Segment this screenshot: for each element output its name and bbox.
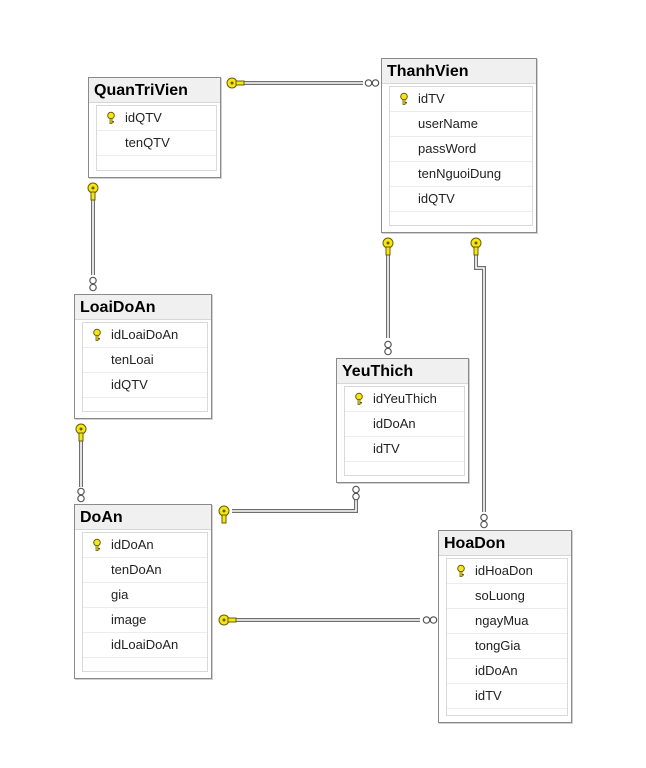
column-name: tongGia (475, 638, 521, 653)
column-row[interactable]: idTV (447, 684, 567, 709)
primary-key-icon (400, 92, 408, 105)
column-row[interactable]: tongGia (447, 634, 567, 659)
table-thanhvien[interactable]: ThanhVien idTV userName passWord tenNguoiDun… (381, 58, 537, 233)
primary-key-icon (93, 538, 101, 551)
relationship-key-icon (87, 182, 99, 201)
column-row[interactable]: idDoAn (345, 412, 464, 437)
column-row[interactable]: tenLoai (83, 348, 207, 373)
relationship-infinity-icon (89, 276, 97, 292)
table-hoadon[interactable]: HoaDon idHoaDon soLuong ngayMua tongGia idDoA… (438, 530, 572, 723)
relationship-doan-yeuthich[interactable] (218, 485, 360, 524)
primary-key-icon (457, 564, 465, 577)
relationship-key-icon (75, 423, 87, 442)
relationship-thanhvien-yeuthich[interactable] (382, 237, 394, 356)
column-row[interactable]: ngayMua (447, 609, 567, 634)
table-title[interactable]: YeuThich (337, 359, 468, 384)
relationship-infinity-icon (480, 513, 488, 529)
column-row[interactable]: tenNguoiDung (390, 162, 532, 187)
relationship-thanhvien-hoadon[interactable] (470, 237, 488, 529)
column-row[interactable]: idTV (345, 437, 464, 462)
column-name: idDoAn (475, 663, 518, 678)
column-row[interactable]: gia (83, 583, 207, 608)
table-yeuthich[interactable]: YeuThich idYeuThich idDoAn idTV (336, 358, 469, 483)
relationship-infinity-icon (364, 79, 380, 87)
column-row[interactable]: idDoAn (447, 659, 567, 684)
column-grid: idYeuThich idDoAn idTV (344, 386, 465, 476)
column-name: soLuong (475, 588, 525, 603)
column-name: idQTV (125, 110, 162, 125)
table-quantrivien[interactable]: QuanTriVien idQTV tenQTV (88, 77, 221, 178)
column-grid: idLoaiDoAn tenLoai idQTV (82, 322, 208, 412)
column-name: idDoAn (111, 537, 154, 552)
column-row[interactable]: userName (390, 112, 532, 137)
column-row[interactable]: idQTV (83, 373, 207, 398)
column-name: idLoaiDoAn (111, 327, 179, 342)
column-row[interactable]: image (83, 608, 207, 633)
column-row[interactable]: tenQTV (97, 131, 216, 156)
table-doan[interactable]: DoAn idDoAn tenDoAn gia image idLoaiDoAn (74, 504, 212, 679)
table-title[interactable]: LoaiDoAn (75, 295, 211, 320)
relationship-key-icon (382, 237, 394, 256)
relationship-infinity-icon (422, 616, 438, 624)
column-row[interactable]: idHoaDon (447, 559, 567, 584)
relationship-quantrivien-thanhvien[interactable] (226, 77, 380, 89)
column-grid: idDoAn tenDoAn gia image idLoaiDoAn (82, 532, 208, 672)
column-name: idDoAn (373, 416, 416, 431)
relationship-doan-hoadon[interactable] (218, 614, 438, 626)
table-loaidoan[interactable]: LoaiDoAn idLoaiDoAn tenLoai idQTV (74, 294, 212, 419)
table-title[interactable]: DoAn (75, 505, 211, 530)
column-name: idQTV (418, 191, 455, 206)
table-title[interactable]: HoaDon (439, 531, 571, 556)
column-row[interactable]: idQTV (390, 187, 532, 212)
relationship-quantrivien-loaidoan[interactable] (87, 182, 99, 292)
column-row[interactable]: idTV (390, 87, 532, 112)
primary-key-icon (355, 392, 363, 405)
relationship-key-icon (226, 77, 245, 89)
relationship-key-icon (218, 614, 237, 626)
table-title[interactable]: QuanTriVien (89, 78, 220, 103)
table-title[interactable]: ThanhVien (382, 59, 536, 84)
column-name: ngayMua (475, 613, 529, 628)
column-row[interactable]: idLoaiDoAn (83, 633, 207, 658)
relationship-infinity-icon (384, 340, 392, 356)
column-name: idLoaiDoAn (111, 637, 179, 652)
column-grid: idQTV tenQTV (96, 105, 217, 171)
column-name: tenDoAn (111, 562, 162, 577)
column-row[interactable]: idDoAn (83, 533, 207, 558)
column-name: idTV (373, 441, 400, 456)
column-grid: idTV userName passWord tenNguoiDung idQTV (389, 86, 533, 226)
column-row[interactable]: soLuong (447, 584, 567, 609)
column-grid: idHoaDon soLuong ngayMua tongGia idDoAn idTV (446, 558, 568, 716)
column-row[interactable]: passWord (390, 137, 532, 162)
column-name: idTV (418, 91, 445, 106)
relationship-key-icon (470, 237, 482, 256)
relationship-loaidoan-doan[interactable] (75, 423, 87, 503)
column-name: tenNguoiDung (418, 166, 502, 181)
relationship-infinity-icon (77, 487, 85, 503)
column-row[interactable]: idLoaiDoAn (83, 323, 207, 348)
column-name: gia (111, 587, 129, 602)
column-row[interactable]: idQTV (97, 106, 216, 131)
column-name: userName (418, 116, 478, 131)
column-name: idTV (475, 688, 502, 703)
column-name: idHoaDon (475, 563, 533, 578)
column-row[interactable]: tenDoAn (83, 558, 207, 583)
column-name: idQTV (111, 377, 148, 392)
relationship-key-icon (218, 505, 230, 524)
column-name: passWord (418, 141, 477, 156)
column-name: tenLoai (111, 352, 154, 367)
primary-key-icon (107, 111, 115, 124)
column-name: idYeuThich (373, 391, 437, 406)
column-name: image (111, 612, 147, 627)
column-row[interactable]: idYeuThich (345, 387, 464, 412)
column-name: tenQTV (125, 135, 170, 150)
primary-key-icon (93, 328, 101, 341)
relationship-infinity-icon (352, 485, 360, 501)
